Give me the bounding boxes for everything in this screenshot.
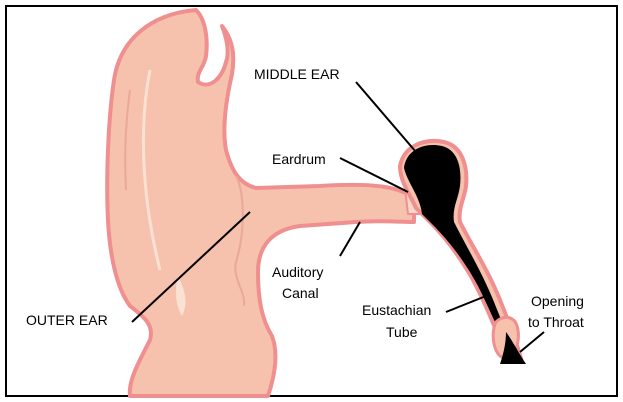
label-middle-ear: MIDDLE EAR	[254, 66, 340, 82]
label-outer-ear: OUTER EAR	[26, 312, 108, 328]
label-eardrum: Eardrum	[272, 151, 326, 167]
label-auditory-line1: Auditory	[272, 264, 323, 280]
label-opening-line2: to Throat	[528, 314, 584, 330]
label-auditory-line2: Canal	[282, 285, 319, 301]
label-opening-line1: Opening	[531, 293, 584, 309]
label-eustachian-line1: Eustachian	[362, 302, 431, 318]
label-eustachian-line2: Tube	[386, 324, 418, 340]
